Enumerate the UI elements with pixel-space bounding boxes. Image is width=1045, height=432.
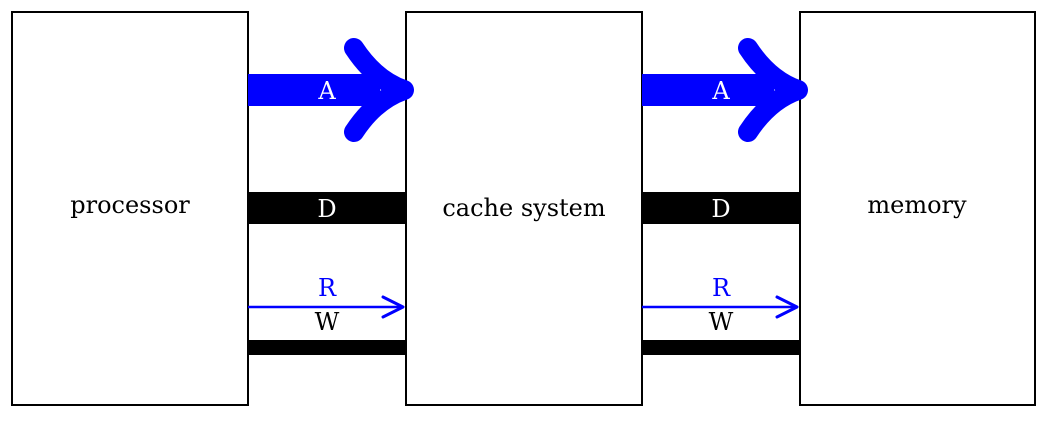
cache-system-block: cache system — [405, 11, 643, 406]
address-label: A — [711, 77, 730, 105]
data-bus: D — [642, 192, 800, 224]
memory-label: memory — [867, 191, 967, 219]
write-signal: W — [248, 308, 406, 355]
data-bus-bar — [248, 192, 406, 224]
cache-system-label: cache system — [442, 194, 606, 222]
address-bus-shaft — [248, 74, 380, 106]
data-bus: D — [248, 192, 406, 224]
address-bus-arrow: A — [248, 38, 414, 142]
data-bus-bar — [642, 192, 800, 224]
processor-label: processor — [70, 191, 190, 219]
data-label: D — [317, 195, 336, 223]
write-label: W — [709, 308, 734, 336]
address-arrowhead — [344, 38, 414, 142]
read-label: R — [318, 274, 337, 302]
write-signal: W — [642, 308, 800, 355]
write-bus-bar — [642, 340, 800, 355]
read-signal: R — [248, 274, 405, 319]
memory-box — [799, 11, 1036, 406]
processor-cache-link: A D R W — [248, 38, 414, 355]
read-signal: R — [642, 274, 799, 319]
data-label: D — [711, 195, 730, 223]
write-label: W — [315, 308, 340, 336]
address-bus-arrow: A — [642, 38, 808, 142]
processor-block: processor — [11, 11, 249, 406]
memory-block: memory — [799, 11, 1036, 406]
cache-memory-link: A D R W — [642, 38, 808, 355]
address-label: A — [317, 77, 336, 105]
processor-box — [11, 11, 249, 406]
address-bus-shaft — [642, 74, 774, 106]
write-bus-bar — [248, 340, 406, 355]
read-label: R — [712, 274, 731, 302]
cache-system-box — [405, 11, 643, 406]
address-arrowhead — [738, 38, 808, 142]
